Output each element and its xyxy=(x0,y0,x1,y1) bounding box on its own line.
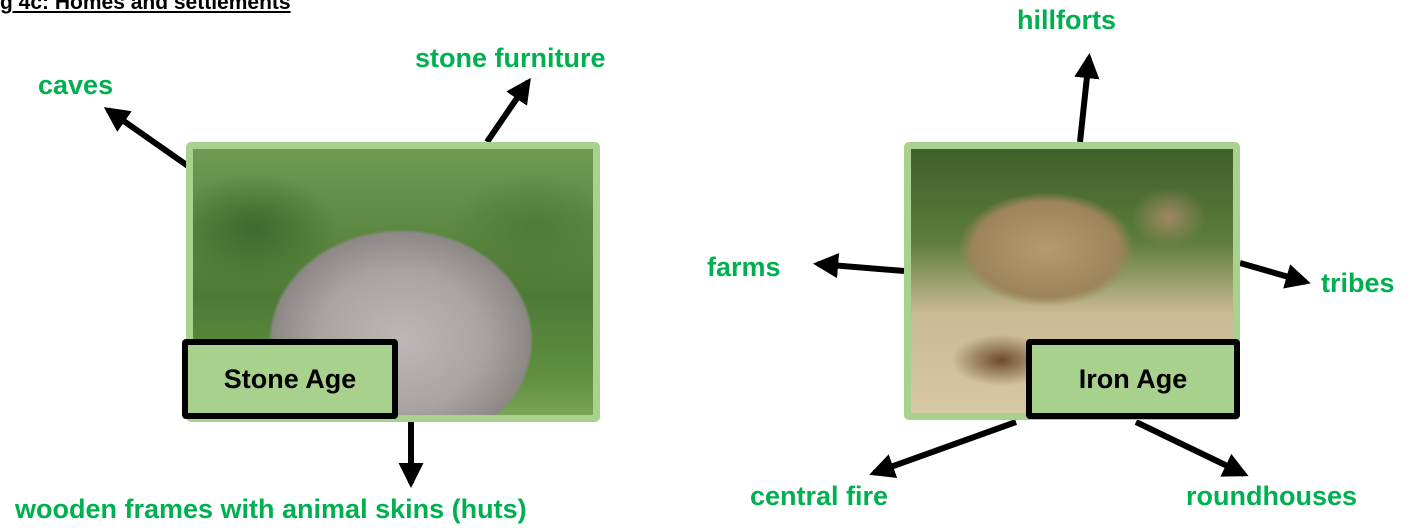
arrow-tribes xyxy=(1240,263,1306,282)
label-caves: caves xyxy=(38,72,113,99)
arrow-hillforts xyxy=(1080,58,1089,142)
label-stone-furniture: stone furniture xyxy=(415,45,606,72)
label-farms: farms xyxy=(707,254,781,281)
stone-age-tag: Stone Age xyxy=(182,339,398,419)
arrow-stone-furniture xyxy=(487,82,528,142)
arrow-central-fire xyxy=(874,422,1016,473)
arrow-roundhouses xyxy=(1136,422,1244,474)
arrow-farms xyxy=(818,264,904,271)
iron-age-tag: Iron Age xyxy=(1026,339,1240,419)
label-roundhouses: roundhouses xyxy=(1186,483,1357,510)
label-wooden-frames: wooden frames with animal skins (huts) xyxy=(15,496,527,523)
arrow-caves xyxy=(108,110,188,166)
label-tribes: tribes xyxy=(1321,270,1395,297)
label-hillforts: hillforts xyxy=(1017,7,1116,34)
label-central-fire: central fire xyxy=(750,483,888,510)
